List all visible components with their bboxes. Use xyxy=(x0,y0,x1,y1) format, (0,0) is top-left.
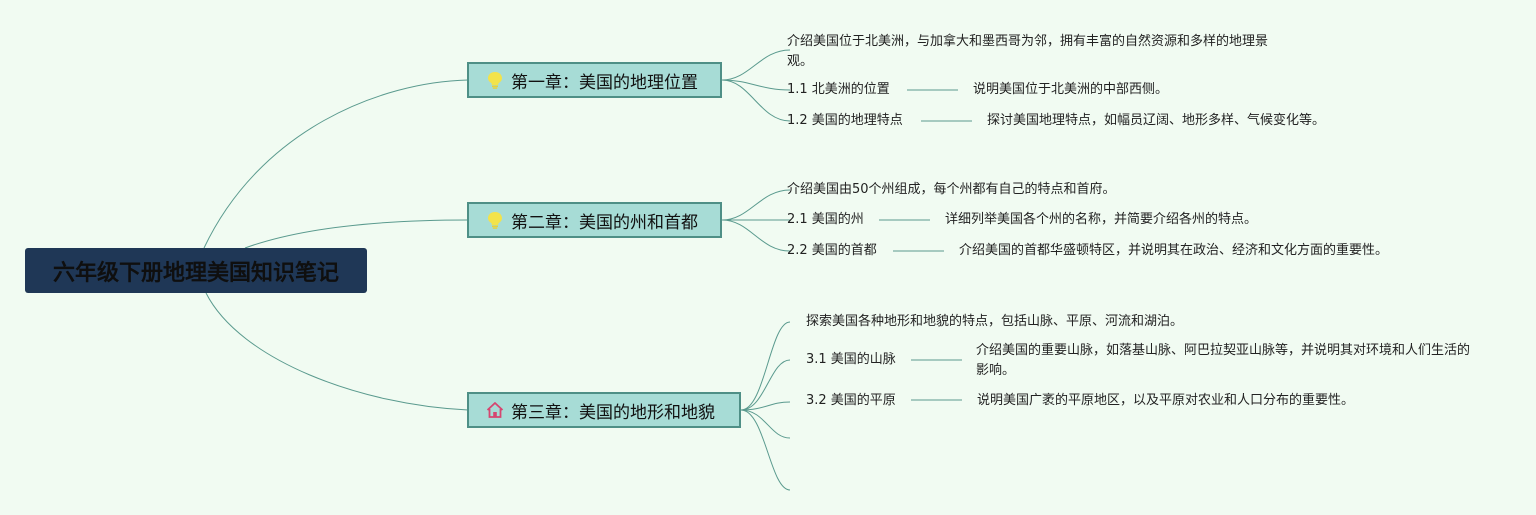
chapter-2-section-1-label: 2.1 美国的州 xyxy=(787,212,864,227)
chapter-1-summary: 介绍美国位于北美洲，与加拿大和墨西哥为邻，拥有丰富的自然资源和多样的地理景观。 xyxy=(787,34,1269,69)
link-root-ch3 xyxy=(205,292,469,411)
link-ch3-s2 xyxy=(740,401,791,411)
chapter-2-section-2-detail: 介绍美国的首都华盛顿特区，并说明其在政治、经济和文化方面的重要性。 xyxy=(959,243,1389,258)
chapter-1-section-1-label: 1.1 北美洲的位置 xyxy=(787,82,890,97)
chapter-2-node[interactable]: 第二章：美国的州和首都 xyxy=(467,202,722,238)
chapter-2-summary: 介绍美国由50个州组成，每个州都有自己的特点和首府。 xyxy=(787,182,1116,197)
chapter-3-section-1-label: 3.1 美国的山脉 xyxy=(806,352,896,367)
link-ch3-empty1 xyxy=(740,409,791,439)
chapter-2-section-1-detail: 详细列举美国各个州的名称，并简要介绍各州的特点。 xyxy=(945,212,1258,227)
chapter-3-node[interactable]: 第三章：美国的地形和地貌 xyxy=(467,392,741,428)
link-root-ch1 xyxy=(203,79,469,249)
link-ch3-s1 xyxy=(740,359,791,411)
home-icon xyxy=(486,402,504,418)
chapter-2-label: 第二章：美国的州和首都 xyxy=(511,212,698,233)
chapter-1-section-2-detail: 探讨美国地理特点，如幅员辽阔、地形多样、气候变化等。 xyxy=(987,113,1326,128)
chapter-1-section-2-label: 1.2 美国的地理特点 xyxy=(787,113,903,128)
lightbulb-icon xyxy=(488,212,502,229)
link-ch2-summary xyxy=(721,189,791,221)
lightbulb-icon xyxy=(488,72,502,89)
link-ch1-summary xyxy=(721,49,791,81)
chapter-3-section-2-detail: 说明美国广袤的平原地区，以及平原对农业和人口分布的重要性。 xyxy=(977,393,1355,408)
chapter-2-section-2-label: 2.2 美国的首都 xyxy=(787,243,877,258)
link-ch3-summary xyxy=(740,321,791,411)
link-ch1-s2 xyxy=(721,79,791,122)
chapter-3-summary: 探索美国各种地形和地貌的特点，包括山脉、平原、河流和湖泊。 xyxy=(806,314,1184,329)
chapter-1-section-1-detail: 说明美国位于北美洲的中部西侧。 xyxy=(973,82,1169,97)
link-root-ch2 xyxy=(244,219,469,249)
chapter-1-node[interactable]: 第一章：美国的地理位置 xyxy=(467,62,722,98)
link-ch1-s1 xyxy=(721,79,791,91)
root-topic[interactable]: 六年级下册地理美国知识笔记 xyxy=(25,248,367,293)
chapter-3-section-2-label: 3.2 美国的平原 xyxy=(806,393,896,408)
chapter-1-label: 第一章：美国的地理位置 xyxy=(511,72,698,93)
link-ch3-empty2 xyxy=(740,409,791,491)
link-ch2-s2 xyxy=(721,219,791,252)
chapter-3-section-1-detail: 介绍美国的重要山脉，如落基山脉、阿巴拉契亚山脉等，并说明其对环境和人们生活的影响… xyxy=(976,343,1471,378)
root-topic-label: 六年级下册地理美国知识笔记 xyxy=(52,260,339,286)
chapter-3-label: 第三章：美国的地形和地貌 xyxy=(511,402,715,423)
